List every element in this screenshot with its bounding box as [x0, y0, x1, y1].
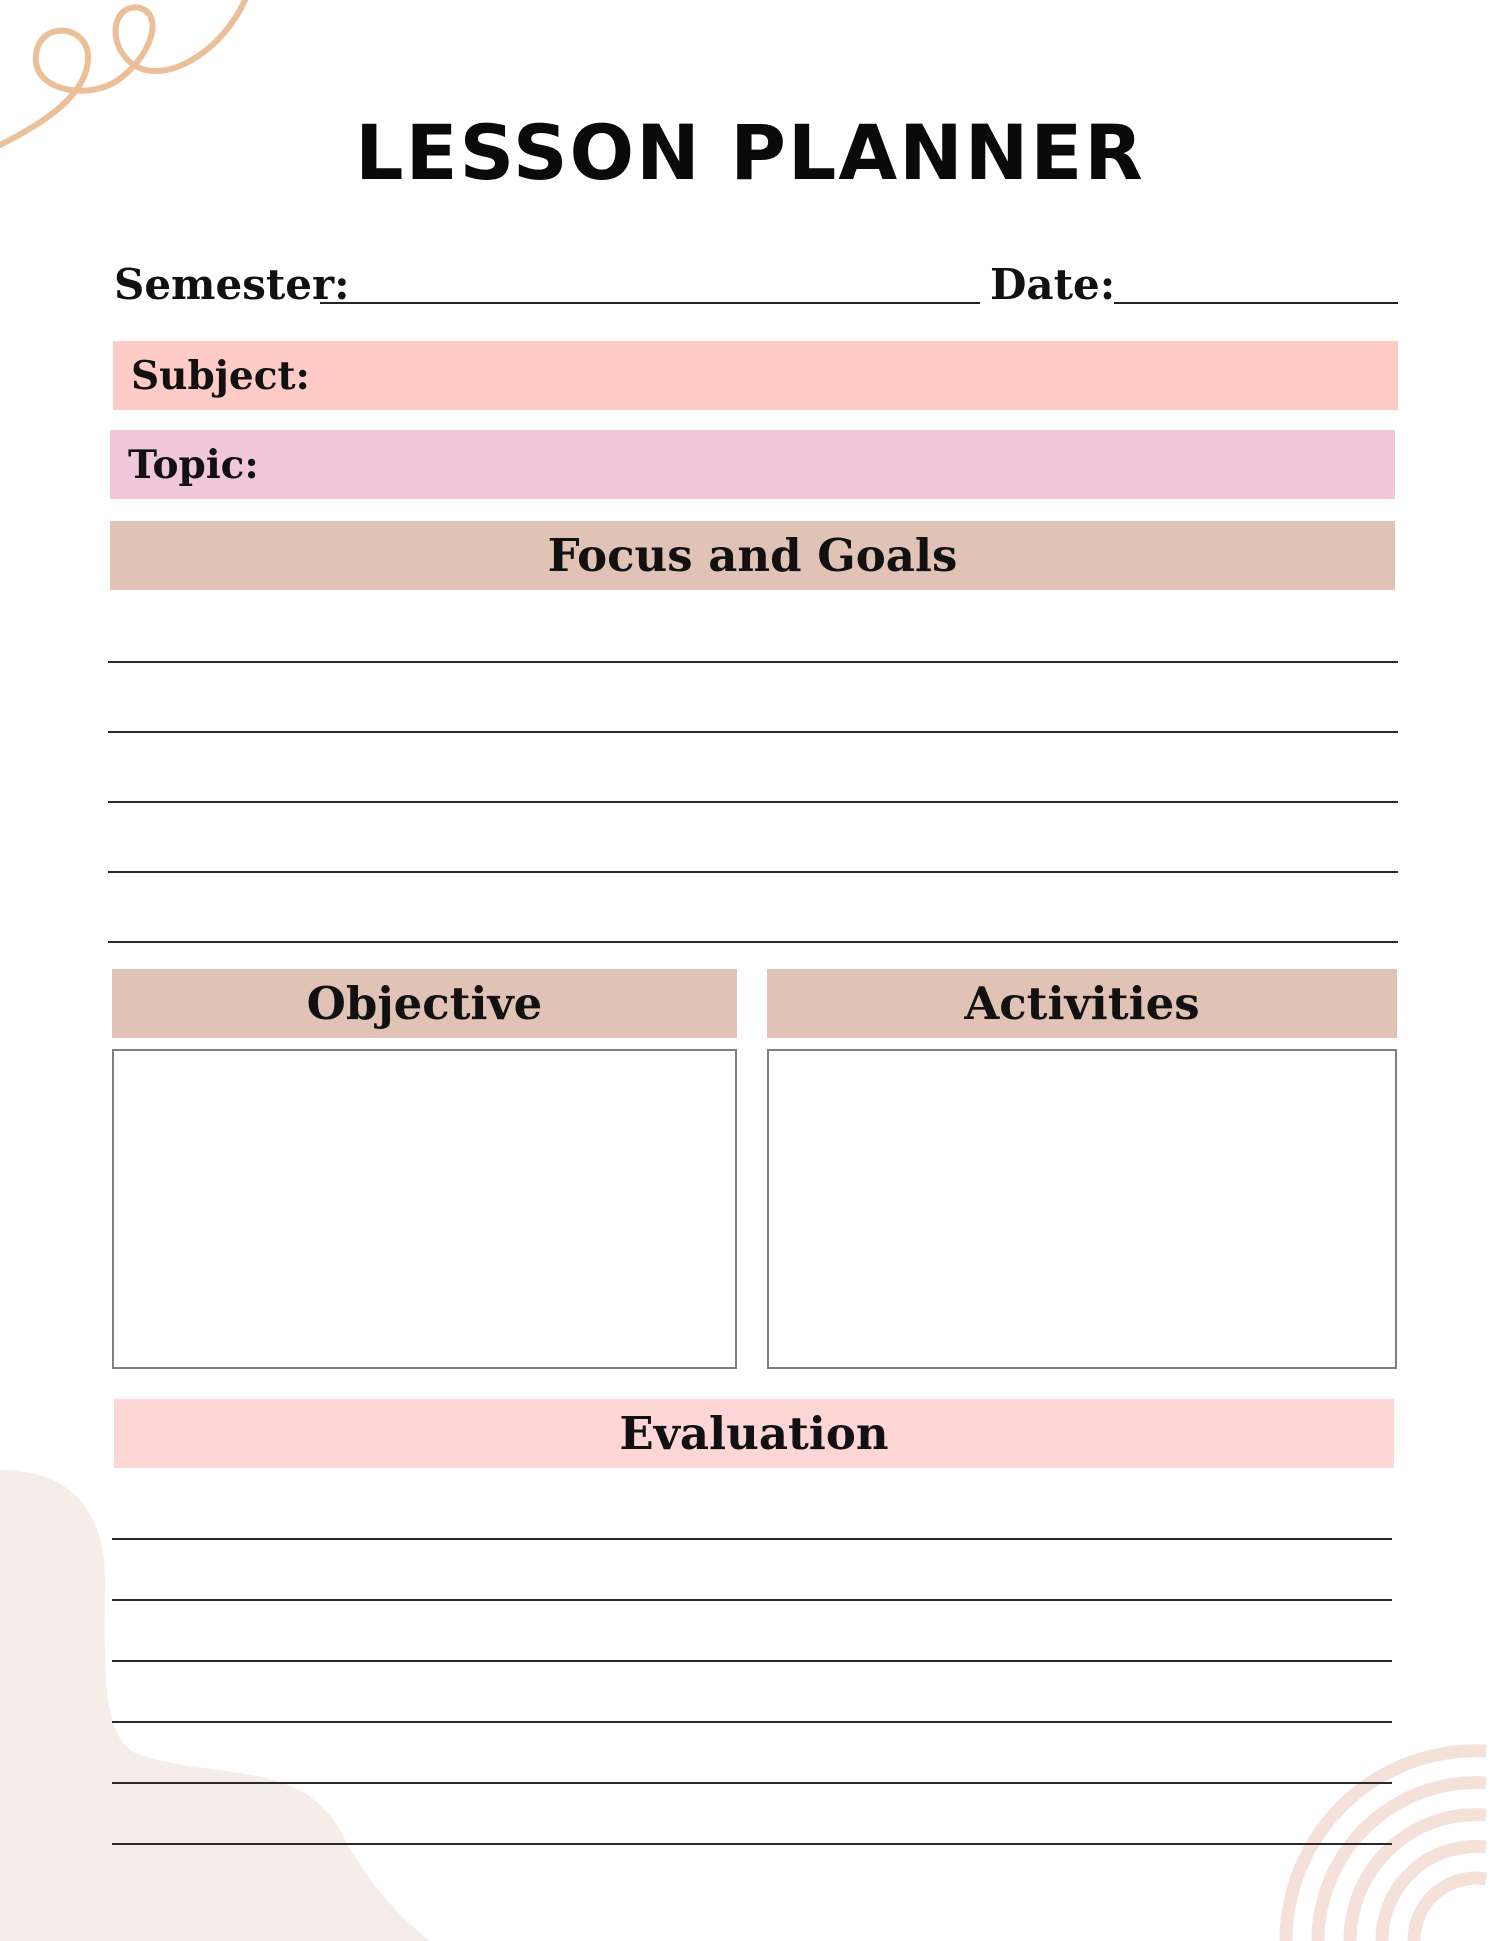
objective-header: Objective: [112, 969, 737, 1038]
evaluation-line[interactable]: [112, 1721, 1392, 1723]
subject-label: Subject:: [131, 352, 310, 399]
focus-line[interactable]: [108, 731, 1398, 733]
evaluation-line[interactable]: [112, 1843, 1392, 1845]
focus-line[interactable]: [108, 661, 1398, 663]
topic-label: Topic:: [128, 441, 259, 488]
activities-header: Activities: [767, 969, 1397, 1038]
page-title: LESSON PLANNER: [355, 108, 1145, 197]
semester-input-line[interactable]: [320, 302, 980, 304]
evaluation-line[interactable]: [112, 1538, 1392, 1540]
objective-title: Objective: [306, 977, 543, 1030]
evaluation-title: Evaluation: [619, 1407, 889, 1460]
rainbow-decoration: [1279, 1744, 1488, 1941]
focus-line[interactable]: [108, 871, 1398, 873]
topic-field[interactable]: Topic:: [110, 430, 1395, 499]
subject-field[interactable]: Subject:: [113, 341, 1398, 410]
objective-box[interactable]: [112, 1049, 737, 1369]
evaluation-header: Evaluation: [114, 1399, 1394, 1468]
evaluation-line[interactable]: [112, 1599, 1392, 1601]
activities-title: Activities: [964, 977, 1200, 1030]
focus-goals-header: Focus and Goals: [110, 521, 1395, 590]
blob-decoration: [0, 1470, 430, 1941]
activities-box[interactable]: [767, 1049, 1397, 1369]
date-input-line[interactable]: [1114, 302, 1398, 304]
evaluation-line[interactable]: [112, 1660, 1392, 1662]
focus-goals-title: Focus and Goals: [547, 529, 958, 582]
date-label: Date:: [990, 260, 1116, 309]
focus-line[interactable]: [108, 801, 1398, 803]
semester-label: Semester:: [114, 260, 350, 309]
focus-line[interactable]: [108, 941, 1398, 943]
evaluation-line[interactable]: [112, 1782, 1392, 1784]
